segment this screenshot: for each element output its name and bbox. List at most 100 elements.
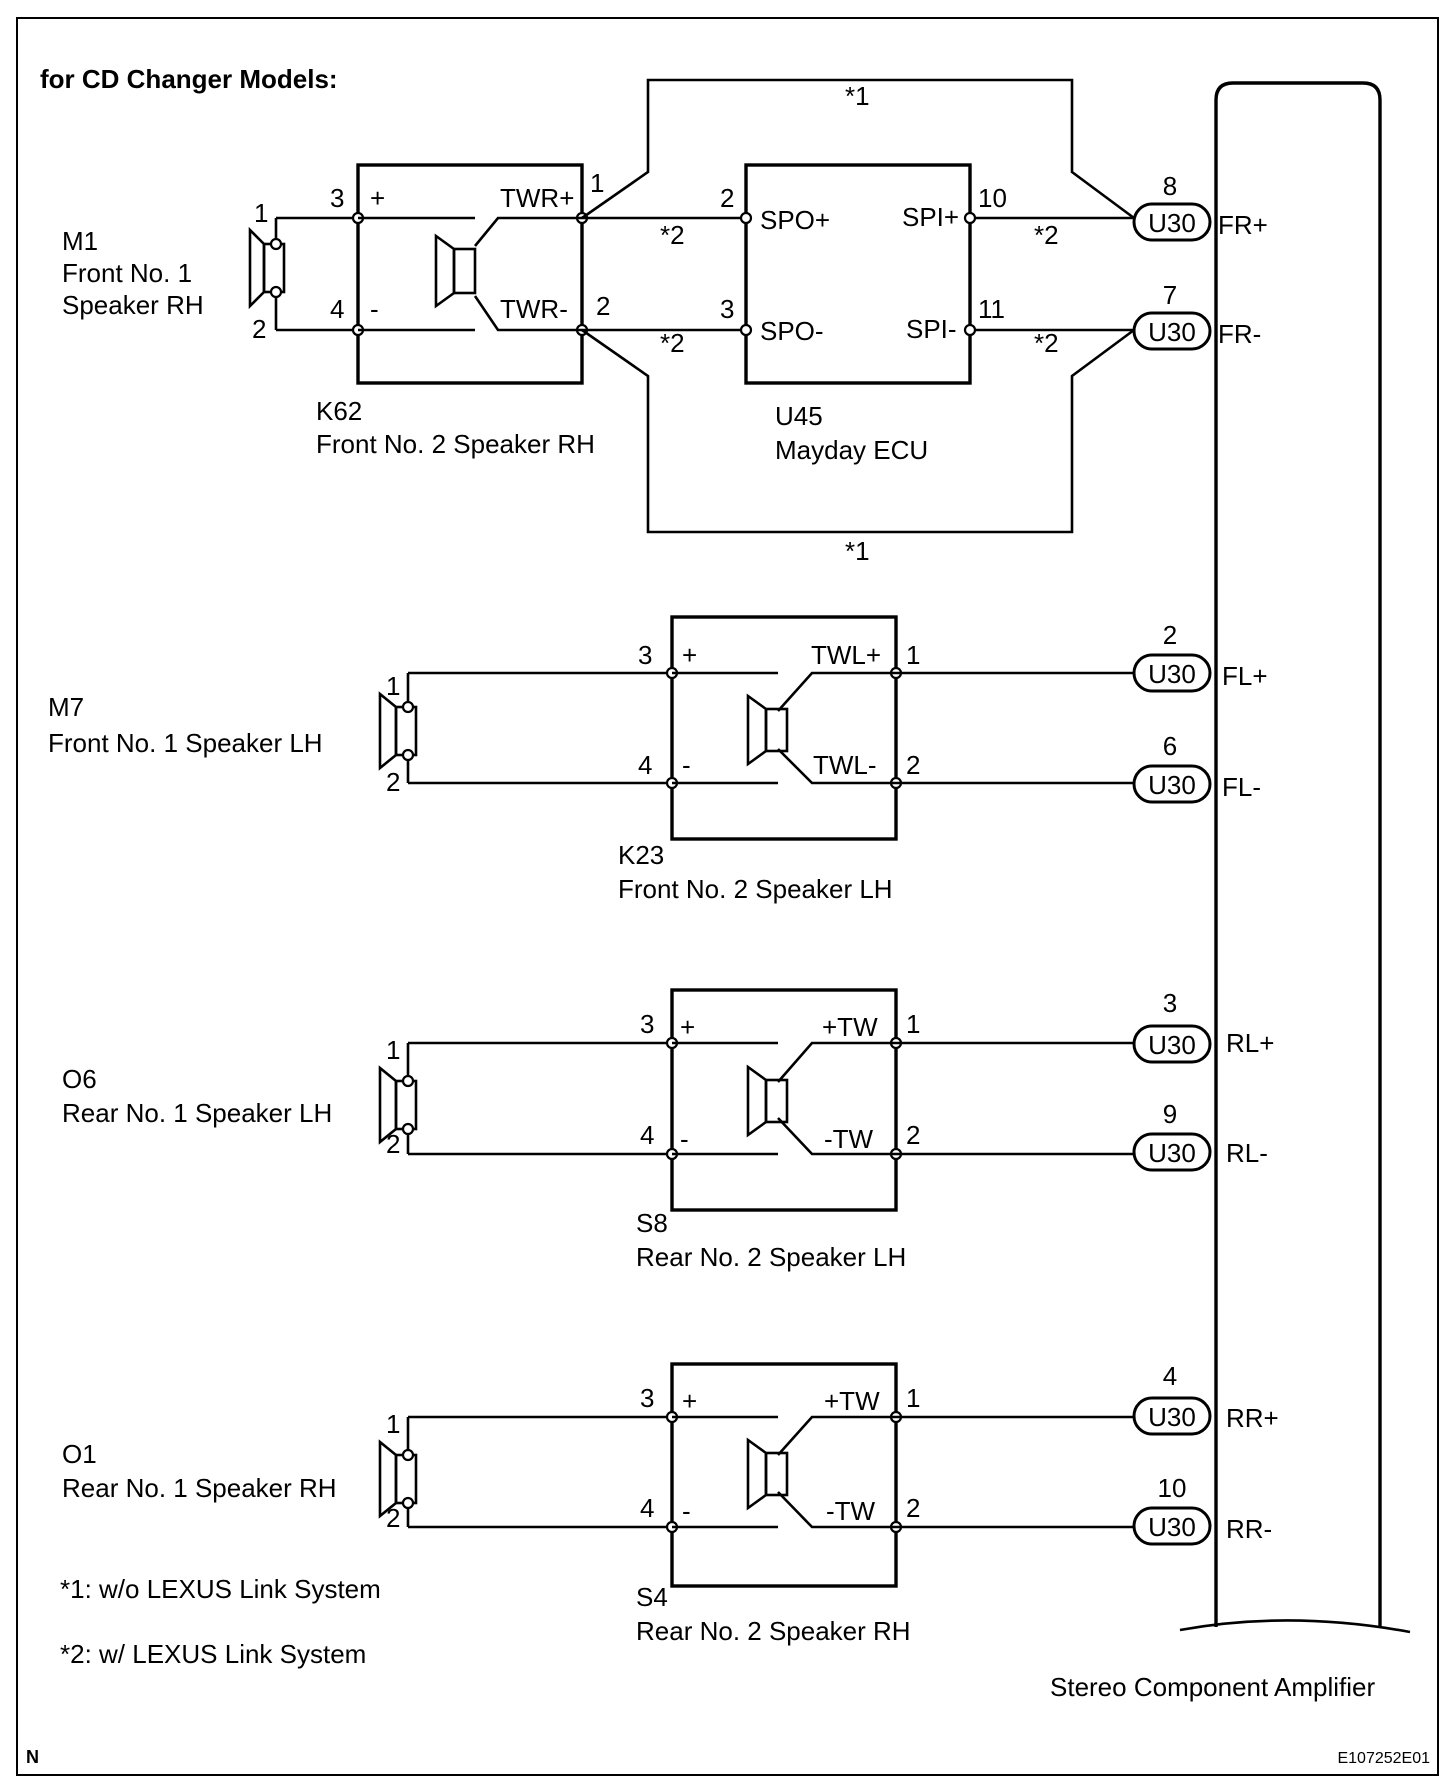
s4-out-plus: +TW <box>824 1386 880 1416</box>
pin-ecu-spo-minus <box>739 323 753 337</box>
terminal-name: FR+ <box>1218 210 1268 240</box>
wire-o6-s8 <box>406 1041 672 1156</box>
pin-m7-2 <box>401 748 415 762</box>
ecu-code: U45 <box>775 401 823 431</box>
pin-label: 6 <box>1163 731 1177 761</box>
m1-code: M1 <box>62 226 98 256</box>
s4-box <box>670 1362 898 1588</box>
pin-label: 2 <box>906 1493 920 1523</box>
m1-name-line1: Front No. 1 <box>62 258 192 288</box>
wire-s4-amp <box>896 1415 1134 1529</box>
pin-label: 2 <box>906 750 920 780</box>
sign-label: - <box>682 1496 691 1526</box>
pin-label: 4 <box>640 1120 654 1150</box>
pin-label: 2 <box>386 1503 400 1533</box>
wire-note-bypass-bottom: *1 <box>845 536 870 566</box>
s8-code: S8 <box>636 1208 668 1238</box>
terminal-name: FL+ <box>1222 661 1268 691</box>
wire-note-ecu: *2 <box>660 328 685 358</box>
pin-label: 3 <box>330 183 344 213</box>
pin-label: 10 <box>1158 1473 1187 1503</box>
speaker-icon-s8 <box>672 1041 896 1156</box>
pin-o6-2 <box>401 1122 415 1136</box>
u30-connector-fr-minus: U30 7 FR- <box>1132 280 1261 351</box>
u30-connector-rl-minus: U30 9 RL- <box>1132 1099 1268 1172</box>
pin-label: 1 <box>386 671 400 701</box>
k23-out-minus: TWL- <box>813 750 877 780</box>
pin-label: 2 <box>596 291 610 321</box>
k62-code: K62 <box>316 396 362 426</box>
wire-m7-k23 <box>406 671 672 785</box>
u30-connector-rr-plus: U30 4 RR+ <box>1132 1361 1279 1436</box>
pin-label: 4 <box>1163 1361 1177 1391</box>
pin-label: 3 <box>638 640 652 670</box>
pin-label: 1 <box>386 1409 400 1439</box>
svg-text:U30: U30 <box>1148 770 1196 800</box>
wire-o1-s4 <box>406 1415 672 1529</box>
pin-label: 1 <box>906 640 920 670</box>
s4-out-minus: -TW <box>826 1496 876 1526</box>
pin-o1-1 <box>401 1448 415 1462</box>
s8-out-minus: -TW <box>824 1124 874 1154</box>
k62-out-plus: TWR+ <box>500 183 574 213</box>
svg-text:U30: U30 <box>1148 1030 1196 1060</box>
pin-label: 1 <box>254 198 268 228</box>
pin-label: 3 <box>640 1009 654 1039</box>
pin-label: 2 <box>252 314 266 344</box>
pin-label: 1 <box>590 168 604 198</box>
pin-label: 1 <box>906 1009 920 1039</box>
wire-s8-amp <box>896 1041 1134 1156</box>
pin-o1-2 <box>401 1496 415 1510</box>
terminal-name: RR- <box>1226 1514 1272 1544</box>
svg-text:U30: U30 <box>1148 1138 1196 1168</box>
wire-note-ecu: *2 <box>1034 328 1059 358</box>
k23-out-plus: TWL+ <box>811 640 881 670</box>
pin-label: 1 <box>386 1035 400 1065</box>
wire-ecu-amp <box>970 216 1134 332</box>
sign-label: - <box>370 294 379 324</box>
u30-connector-fl-plus: U30 2 FL+ <box>1132 620 1268 693</box>
note-2: *2: w/ LEXUS Link System <box>60 1639 366 1669</box>
terminal-name: RL+ <box>1226 1028 1274 1058</box>
amplifier-bar <box>1179 81 1411 1634</box>
page-title: for CD Changer Models: <box>40 64 338 94</box>
sign-label: - <box>682 750 691 780</box>
ecu-name: Mayday ECU <box>775 435 928 465</box>
wire-note-bypass-top: *1 <box>845 81 870 111</box>
wire-k62-ecu <box>582 216 746 332</box>
s8-box <box>670 988 898 1212</box>
m7-name: Front No. 1 Speaker LH <box>48 728 323 758</box>
svg-text:U30: U30 <box>1148 1512 1196 1542</box>
pin-label: 4 <box>638 750 652 780</box>
k23-box <box>670 615 898 841</box>
pin-o6-1 <box>401 1074 415 1088</box>
pin-label: 8 <box>1163 171 1177 201</box>
pin-label: 2 <box>1163 620 1177 650</box>
speaker-icon-k62 <box>358 216 582 332</box>
pin-label: 7 <box>1163 280 1177 310</box>
k23-name: Front No. 2 Speaker LH <box>618 874 893 904</box>
terminal-name: FR- <box>1218 319 1261 349</box>
wire-note-ecu: *2 <box>660 220 685 250</box>
pin-m1-2 <box>269 285 283 299</box>
u30-connector-fl-minus: U30 6 FL- <box>1132 731 1261 804</box>
pin-label: 4 <box>640 1493 654 1523</box>
pin-label: 11 <box>978 294 1005 324</box>
o6-name: Rear No. 1 Speaker LH <box>62 1098 332 1128</box>
u30-connector-rr-minus: U30 10 RR- <box>1132 1473 1272 1546</box>
pin-ecu-spo-plus <box>739 211 753 225</box>
svg-text:U30: U30 <box>1148 1402 1196 1432</box>
figure-id: E107252E01 <box>1337 1750 1430 1767</box>
speaker-icon-s4 <box>672 1415 896 1529</box>
pin-m1-1 <box>269 237 283 251</box>
k62-out-minus: TWR- <box>500 294 568 324</box>
sign-label: + <box>682 640 697 670</box>
ecu-spo-plus: SPO+ <box>760 205 830 235</box>
pin-label: 10 <box>978 183 1007 213</box>
u30-connector-rl-plus: U30 3 RL+ <box>1132 988 1274 1064</box>
k62-name: Front No. 2 Speaker RH <box>316 429 595 459</box>
pin-label: 2 <box>386 767 400 797</box>
s8-name: Rear No. 2 Speaker LH <box>636 1242 906 1272</box>
amplifier-label: Stereo Component Amplifier <box>1050 1672 1376 1702</box>
pin-label: 9 <box>1163 1099 1177 1129</box>
